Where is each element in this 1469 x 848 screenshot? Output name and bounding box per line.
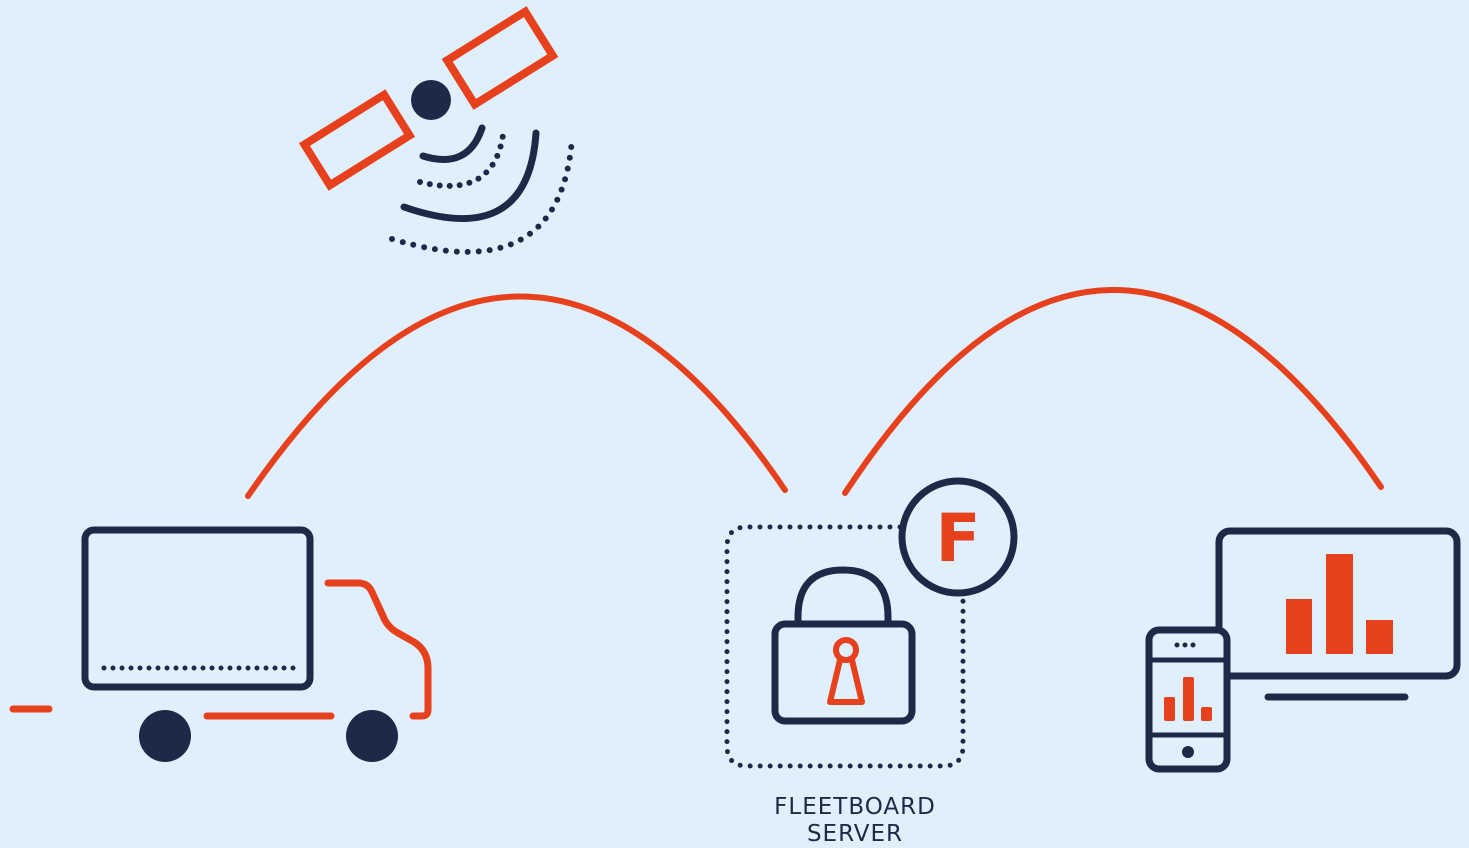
monitor-screen	[1215, 527, 1461, 680]
phone-home-button	[1182, 746, 1194, 758]
satellite-panel-left	[298, 89, 416, 191]
monitor-chart-bar-1	[1286, 599, 1312, 654]
signal-wave-2	[417, 132, 506, 189]
lock-keyhole-bottom	[827, 657, 865, 705]
lock-keyhole-top	[833, 637, 859, 663]
signal-wave-3	[400, 129, 540, 223]
phone-chart-bar-3	[1201, 707, 1212, 721]
fleetboard-server-icon	[724, 477, 1018, 769]
truck-cab-outline	[324, 579, 432, 720]
brand-badge-letter: F	[935, 500, 980, 577]
monitor-chart-bar-2	[1326, 554, 1353, 654]
truck-icon	[9, 526, 432, 762]
signal-wave-1	[419, 124, 486, 163]
truck-cargo-box	[81, 526, 314, 691]
server-label-line2: SERVER	[807, 821, 903, 847]
lock-body	[771, 620, 916, 725]
server-label-line1: FLEETBOARD	[774, 794, 936, 820]
satellite-panel-right	[441, 6, 559, 110]
lock-shackle	[794, 566, 892, 628]
satellite-body	[411, 80, 451, 120]
truck-wheel-front	[346, 710, 398, 762]
connection-arc-truck-server	[245, 293, 788, 499]
brand-badge	[898, 477, 1018, 597]
monitor-phone-icon	[1145, 527, 1461, 773]
signal-wave-4	[389, 136, 575, 255]
server-dotted-frame	[724, 524, 966, 769]
phone-chart-bar-1	[1164, 697, 1175, 721]
satellite-icon	[298, 6, 575, 255]
phone-chart-bar-2	[1183, 677, 1194, 721]
truck-wheel-rear	[139, 710, 191, 762]
connection-arc-server-devices	[842, 287, 1384, 496]
monitor-chart-bar-3	[1366, 620, 1393, 654]
